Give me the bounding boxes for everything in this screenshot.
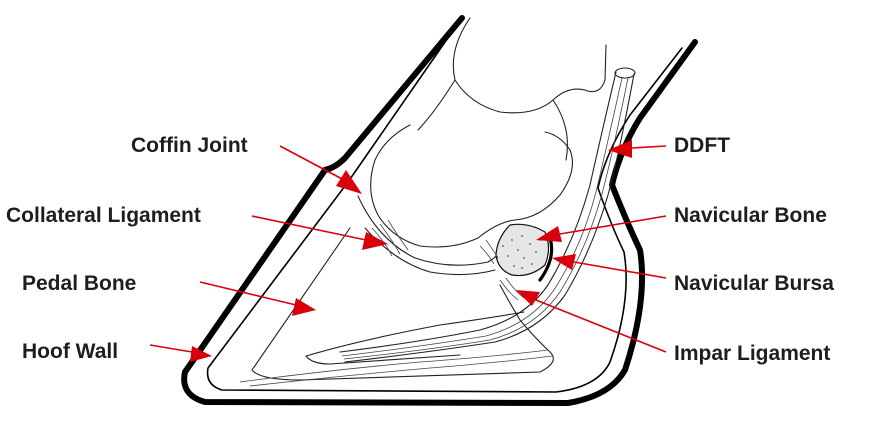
arrow-ddft xyxy=(608,140,666,158)
arrow-navicular-bursa xyxy=(552,254,666,278)
label-impar-ligament: Impar Ligament xyxy=(674,342,830,365)
label-ddft: DDFT xyxy=(674,134,730,157)
label-coffin-joint: Coffin Joint xyxy=(131,134,248,157)
impar-ligament-fibers xyxy=(500,278,524,300)
hoof-wall-inner-line xyxy=(208,32,682,392)
coffin-joint-surface xyxy=(358,196,500,265)
arrow-navicular-bone xyxy=(536,216,666,242)
label-pedal-bone: Pedal Bone xyxy=(22,272,136,295)
label-navicular-bone: Navicular Bone xyxy=(674,204,827,227)
label-hoof-wall: Hoof Wall xyxy=(22,340,118,363)
middle-phalanx xyxy=(371,125,573,247)
hoof-wall-outline xyxy=(184,18,695,403)
arrow-pedal-bone xyxy=(200,282,316,316)
label-navicular-bursa: Navicular Bursa xyxy=(674,272,834,295)
short-pastern-bone xyxy=(453,18,606,113)
ddft-cut-end xyxy=(615,68,635,78)
label-collateral-ligament: Collateral Ligament xyxy=(6,204,201,227)
